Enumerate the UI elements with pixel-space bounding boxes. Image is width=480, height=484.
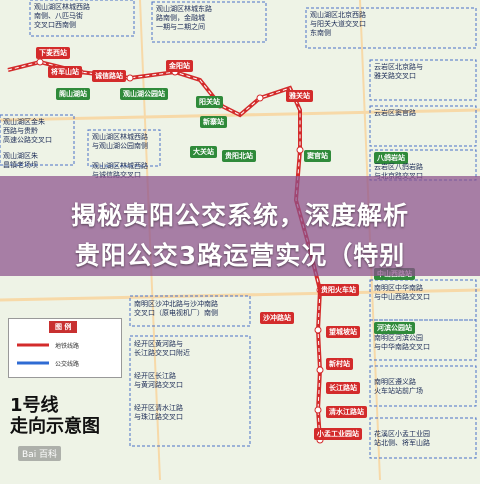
station-note: 观山湖区林城西路 与观山湖公园南侧: [92, 133, 148, 150]
station-note: 花溪区小孟工业园 站北侧、将军山路: [374, 430, 430, 447]
headline-line-1: 揭秘贵阳公交系统，深度解析: [70, 201, 409, 230]
station-label: 金阳站: [166, 60, 193, 72]
headline-overlay: [0, 176, 480, 276]
station-label: 雅关站: [286, 90, 313, 102]
station-label: 望城坡站: [326, 326, 360, 338]
station-label: 窦官站: [304, 150, 331, 162]
station-note: 观山湖区北京西路 与阳关大道交叉口 东南侧: [310, 11, 366, 37]
station-label: 小孟工业园站: [314, 428, 362, 440]
watermark-logo: Bai 百科: [18, 446, 62, 461]
station-label: 长江路站: [326, 382, 360, 394]
headline-line-2: 贵阳公交3路运营实况（特别: [74, 241, 406, 270]
station-note: 经开区长江路 与黄河路交叉口: [134, 372, 183, 389]
station-note: 观山湖区朱 昌镇老场坝: [3, 152, 38, 169]
station-label: 清水江路站: [326, 406, 367, 418]
station-label: 贵阳火车站: [318, 284, 359, 296]
station-label: 河滨公园站: [374, 322, 415, 334]
legend-row: 地铁线路: [55, 343, 80, 350]
map-legend: 图 例 地铁线路 公交线路: [8, 318, 122, 378]
station-label: 贵阳北站: [222, 150, 256, 162]
station-label: 新村站: [326, 358, 353, 370]
station-note: 观山湖区林城东路 路南侧，金融城 一期与二期之间: [156, 5, 212, 31]
station-label: 阳关站: [196, 96, 223, 108]
station-label: 诚信路站: [92, 70, 126, 82]
legend-swatches: [17, 343, 49, 365]
station-note: 观山湖区金朱 西路与贵黔 高速公路交叉口: [3, 118, 52, 144]
station-label: 观山湖公园站: [120, 88, 168, 100]
station-note: 经开区清水江路 与珠江路交叉口: [134, 404, 183, 421]
station-label: 八鸽岩站: [374, 152, 408, 164]
station-note: 南明区中华南路 与中山西路交叉口: [374, 284, 430, 301]
station-note: 南明区遵义路 火车站站前广场: [374, 378, 423, 395]
station-note: 南明区沙冲北路与沙冲南路 交叉口（原电视机厂）南侧: [134, 300, 218, 317]
station-note: 观山湖区林城西路 与诚信路交叉口: [92, 162, 148, 179]
station-label: 新寨站: [200, 116, 227, 128]
line-map-title: 1号线 走向示意图: [10, 395, 100, 437]
station-label: 下麦西站: [36, 47, 70, 59]
station-label: 将军山站: [48, 66, 82, 78]
station-note: 云岩区北京路与 雅关路交叉口: [374, 63, 423, 80]
legend-row: 公交线路: [55, 361, 80, 368]
legend-title: 图 例: [49, 321, 78, 333]
station-note: 经开区黄河路与 长江路交叉口附近: [134, 340, 190, 357]
station-note: 观山湖区林城西路 南侧、八匹马街 交叉口西南侧: [34, 3, 90, 29]
station-label: 阁山湖站: [56, 88, 90, 100]
station-note: 云岩区窦官路: [374, 109, 416, 117]
station-label: 沙冲路站: [260, 312, 294, 324]
station-label: 大关站: [190, 146, 217, 158]
station-note: 南明区河滨公园 与中华南路交叉口: [374, 334, 430, 351]
